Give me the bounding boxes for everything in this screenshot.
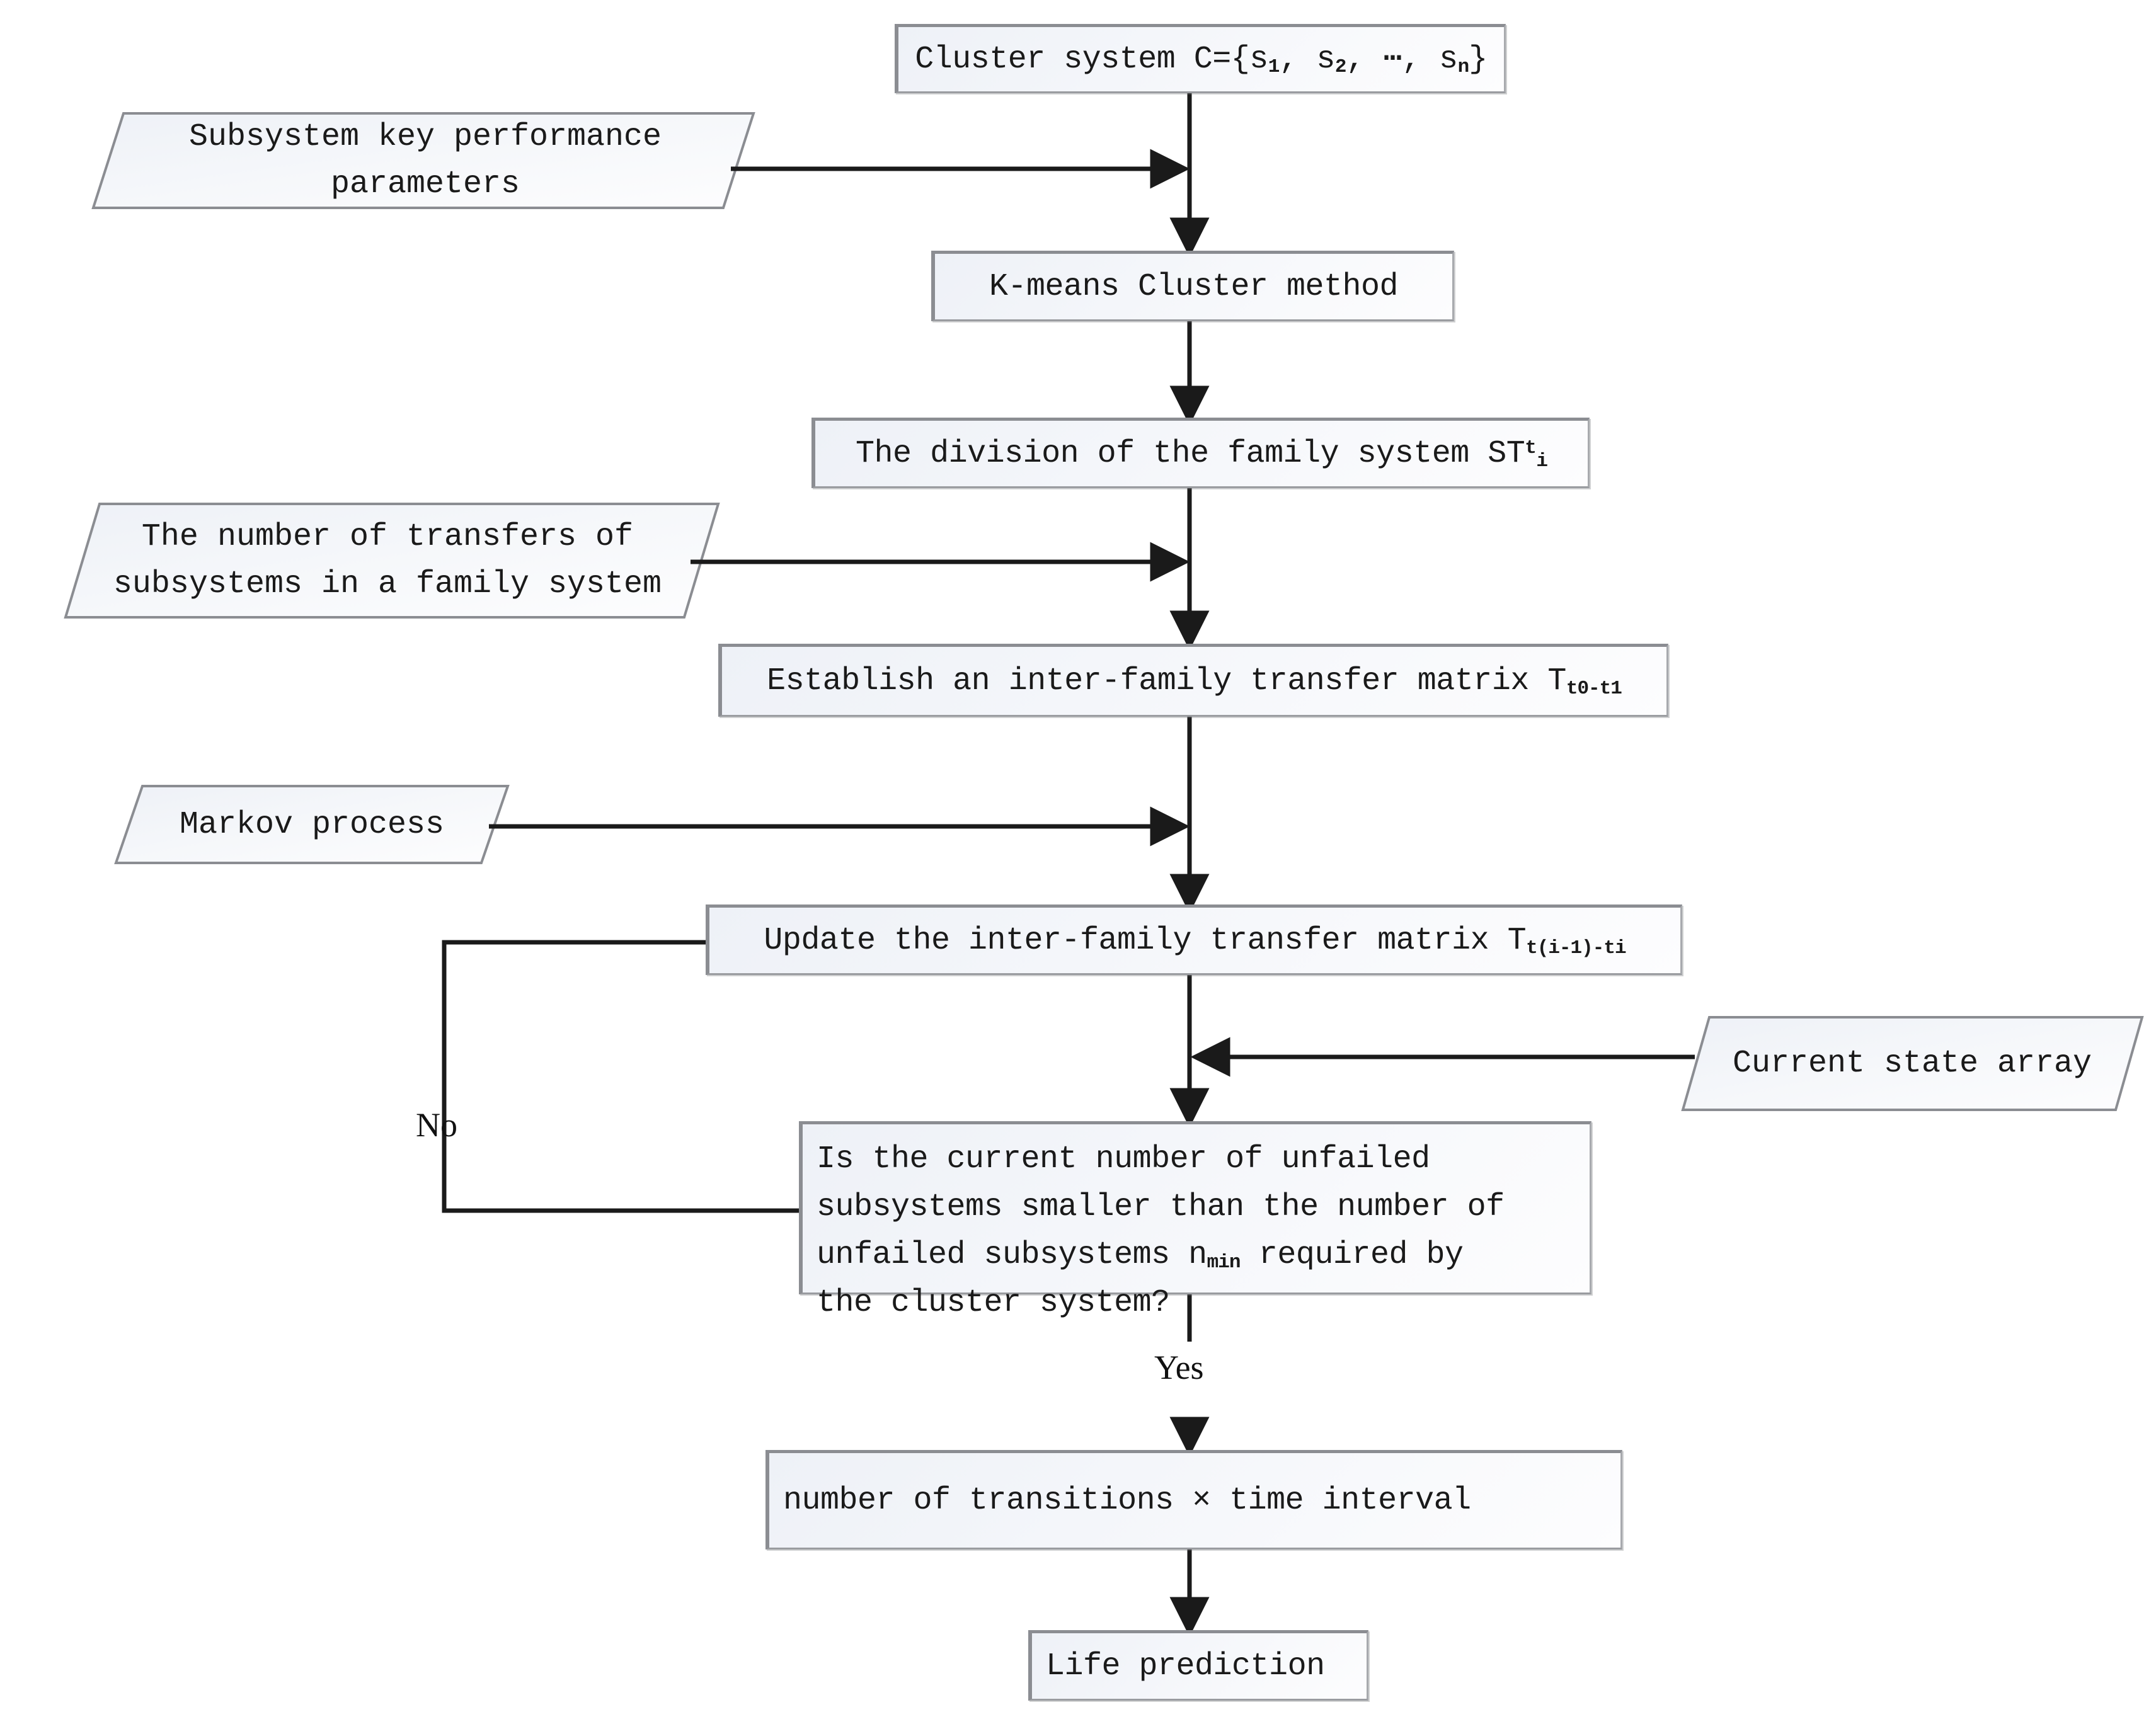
- shape-subsystem-params: [91, 112, 755, 209]
- node-family-division-label: The division of the family system STti: [856, 435, 1548, 472]
- edge-label-no: No: [416, 1106, 457, 1144]
- node-update-matrix-label: Update the inter-family transfer matrix …: [764, 922, 1626, 959]
- shape-markov: [114, 785, 510, 864]
- node-cluster-system-label: Cluster system C={s1, s2, ⋯, sn}: [915, 41, 1488, 78]
- node-decision[interactable]: Is the current number of unfailed subsys…: [799, 1121, 1591, 1321]
- node-establish-matrix[interactable]: Establish an inter-family transfer matri…: [718, 644, 1668, 717]
- node-kmeans[interactable]: K-means Cluster method: [931, 251, 1454, 321]
- node-kmeans-label: K-means Cluster method: [989, 268, 1399, 305]
- node-life-prediction[interactable]: Life prediction: [1028, 1630, 1368, 1701]
- node-life-prediction-label: Life prediction: [1046, 1648, 1325, 1684]
- shape-transfers-count: [64, 503, 720, 619]
- node-transitions-calc[interactable]: number of transitions × time interval: [765, 1450, 1622, 1549]
- node-establish-matrix-label: Establish an inter-family transfer matri…: [767, 663, 1622, 700]
- shape-current-state: [1681, 1016, 2144, 1111]
- edge-decision-no-loop: [442, 922, 808, 1213]
- node-cluster-system[interactable]: Cluster system C={s1, s2, ⋯, sn}: [895, 24, 1506, 93]
- node-family-division[interactable]: The division of the family system STti: [811, 418, 1590, 488]
- node-transitions-calc-label: number of transitions × time interval: [783, 1482, 1471, 1519]
- node-decision-label: Is the current number of unfailed subsys…: [817, 1141, 1505, 1321]
- edge-label-yes: Yes: [1154, 1349, 1204, 1386]
- node-update-matrix[interactable]: Update the inter-family transfer matrix …: [706, 904, 1682, 975]
